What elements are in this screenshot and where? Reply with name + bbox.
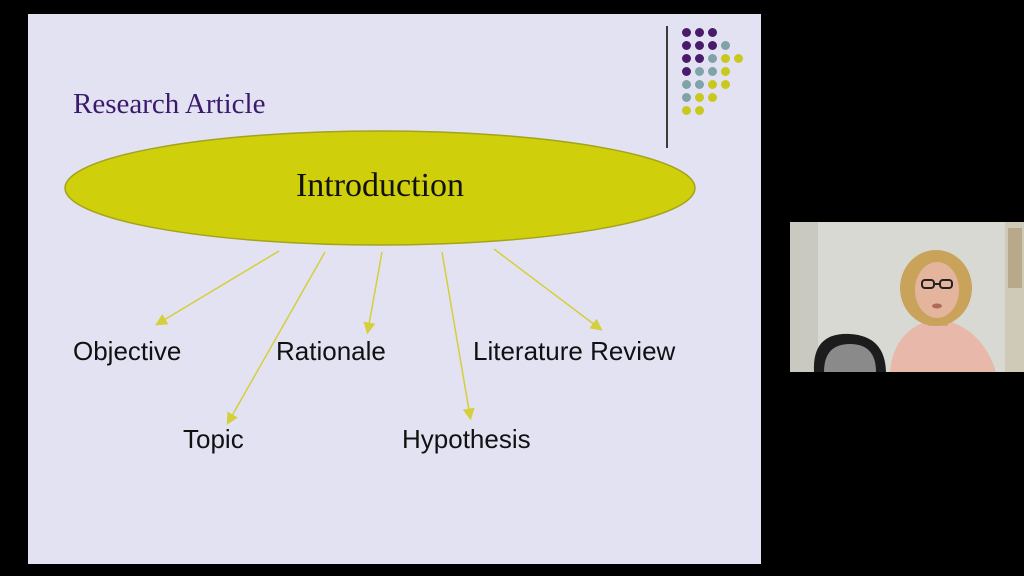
introduction-ellipse xyxy=(64,130,696,246)
arrow-objective xyxy=(155,250,280,326)
branch-topic: Topic xyxy=(183,424,244,454)
branch-hypothesis: Hypothesis xyxy=(402,424,531,454)
branch-objective: Objective xyxy=(73,336,182,366)
mind-map-diagram xyxy=(64,130,696,425)
arrow-topic xyxy=(226,251,326,425)
presentation-slide: Research Article xyxy=(28,14,761,564)
branch-literature-review: Literature Review xyxy=(473,336,676,366)
decorative-dot-grid-icon xyxy=(680,26,760,136)
arrow-rationale xyxy=(363,251,383,335)
arrow-hypothesis xyxy=(441,251,475,421)
slide-title: Research Article xyxy=(73,88,266,120)
presenter-webcam-video xyxy=(790,222,1024,372)
introduction-label: Introduction xyxy=(295,167,465,204)
branch-rationale: Rationale xyxy=(276,336,386,366)
arrow-literature-review xyxy=(493,248,603,331)
presenter-video-icon xyxy=(790,222,1024,372)
decorative-vertical-line xyxy=(666,26,668,148)
